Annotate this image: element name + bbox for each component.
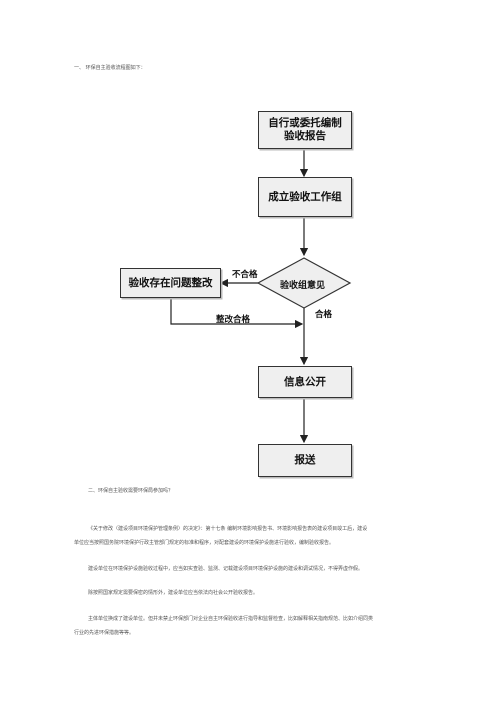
- section-heading-1: 一、 环保自主验收流程图如下：: [74, 65, 146, 71]
- flow-step-publish: 信息公开: [258, 366, 352, 398]
- section-heading-2: 二、环保自主验收需要环保局参加吗？: [88, 488, 174, 494]
- paragraph-line-4: 除按照国家规定需要保密的情形外，建设单位应当依法向社会公开验收报告。: [88, 590, 259, 596]
- flow-step-compile-report: 自行或委托编制验收报告: [258, 111, 352, 149]
- paragraph-line-5: 主体单位换成了建设单位。但并未禁止环保部门对企业自主环保验收进行指导和监督检查，…: [88, 616, 374, 622]
- label-pass: 合格: [315, 310, 333, 320]
- label-rectified-pass: 整改合格: [216, 315, 251, 325]
- paragraph-line-6: 行业的先进环保措施等等。: [74, 630, 135, 636]
- flow-step-rectify: 验收存在问题整改: [120, 268, 221, 298]
- paragraph-line-1: 《关于修改〈建设项目环境保护管理条例〉的决定》：第十七条 编制环境影响报告书、环…: [88, 526, 368, 532]
- flow-step-form-group: 成立验收工作组: [258, 177, 352, 217]
- flow-decision-label: 验收组意见: [280, 281, 326, 291]
- paragraph-line-3: 建设单位在环境保护设施验收过程中，应当如实查验、监测、记载建设项目环境保护设施的…: [88, 566, 364, 572]
- flow-step-submit: 报送: [258, 444, 352, 477]
- paragraph-line-2: 单位应当按照国务院环境保护行政主管部门规定的标准和程序，对配套建设的环境保护设施…: [74, 540, 335, 546]
- label-fail: 不合格: [232, 270, 258, 280]
- arrow-rectify-loop: [170, 298, 304, 329]
